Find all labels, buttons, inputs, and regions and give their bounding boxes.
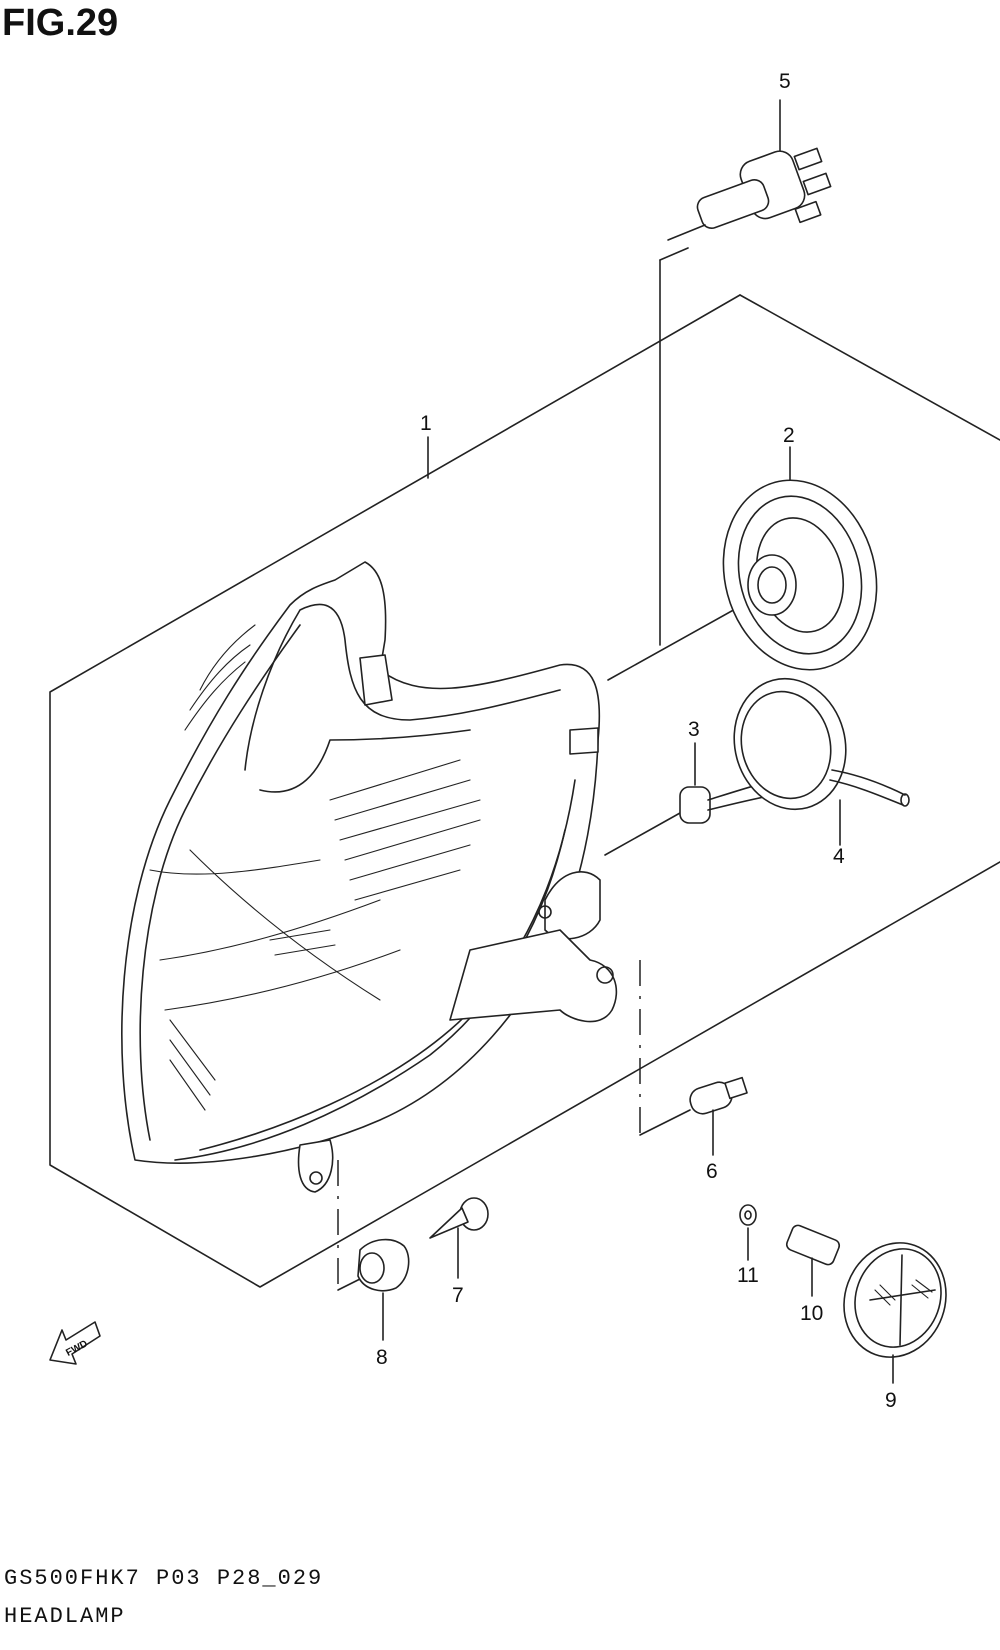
headlamp-assembly bbox=[121, 561, 618, 1193]
fwd-arrow-icon: FWD bbox=[49, 1321, 101, 1365]
callout-9: 9 bbox=[885, 1389, 897, 1412]
callout-2: 2 bbox=[783, 424, 795, 447]
adjusting-spacer bbox=[785, 1224, 841, 1297]
callout-5: 5 bbox=[779, 70, 791, 93]
screw bbox=[429, 1197, 489, 1279]
callout-7: 7 bbox=[452, 1284, 464, 1307]
callout-1: 1 bbox=[420, 412, 432, 435]
grommet bbox=[357, 1238, 410, 1341]
callout-labels: 1 2 3 4 5 6 7 8 9 10 11 bbox=[376, 70, 897, 1412]
bulb-socket-cover bbox=[722, 446, 878, 671]
callout-8: 8 bbox=[376, 1346, 388, 1369]
callout-6: 6 bbox=[706, 1160, 718, 1183]
callout-3: 3 bbox=[688, 718, 700, 741]
model-code: GS500FHK7 P03 P28_029 bbox=[4, 1566, 324, 1591]
washer bbox=[739, 1204, 757, 1261]
socket-cover-with-wire bbox=[733, 677, 910, 846]
position-bulb bbox=[689, 1076, 748, 1156]
callout-10: 10 bbox=[800, 1302, 823, 1325]
headlamp-bulb bbox=[667, 99, 832, 241]
callout-4: 4 bbox=[833, 845, 845, 868]
assembly-frame bbox=[49, 294, 1000, 1288]
callout-11: 11 bbox=[737, 1264, 759, 1287]
assembly-name: HEADLAMP bbox=[4, 1604, 126, 1629]
adjusting-cap bbox=[843, 1242, 947, 1384]
figure-title: FIG.29 bbox=[2, 2, 119, 44]
